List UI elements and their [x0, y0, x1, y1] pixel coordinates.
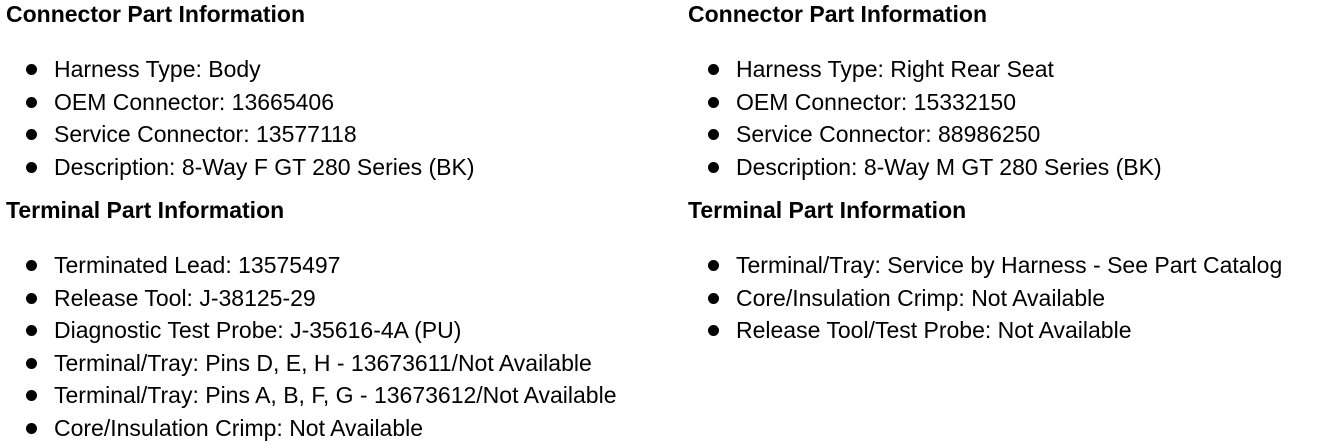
bullet-icon	[26, 390, 37, 401]
list-item-text: Release Tool: J-38125-29	[54, 284, 316, 311]
bullet-icon	[26, 161, 37, 173]
list-item-text: Core/Insulation Crimp: Not Available	[54, 414, 424, 441]
list-item-text: Terminal/Tray: Pins D, E, H - 13673611/N…	[54, 349, 592, 376]
list-item-text: Harness Type: Body	[54, 56, 261, 82]
list-item: Core/Insulation Crimp: Not Available	[6, 412, 617, 445]
list-item-text: Description: 8-Way F GT 280 Series (BK)	[54, 153, 475, 180]
list-item: Release Tool/Test Probe: Not Available	[688, 314, 1282, 347]
list-item: Core/Insulation Crimp: Not Available	[688, 282, 1282, 315]
list-item: Service Connector: 88986250	[688, 118, 1162, 151]
list-item: Terminal/Tray: Pins D, E, H - 13673611/N…	[6, 347, 617, 380]
list-item-text: Service Connector: 88986250	[736, 121, 1041, 147]
bullet-icon	[708, 292, 719, 304]
bullet-icon	[26, 96, 37, 108]
left-connector-part-list: Harness Type: Body OEM Connector: 136654…	[6, 53, 475, 183]
right-connector-part-title: Connector Part Information	[688, 1, 988, 27]
list-item: Terminated Lead: 13575497	[6, 249, 617, 282]
bullet-icon	[708, 161, 719, 173]
list-item: Terminal/Tray: Pins A, B, F, G - 1367361…	[6, 379, 617, 412]
right-connector-part-list: Harness Type: Right Rear Seat OEM Connec…	[688, 53, 1162, 183]
list-item: Service Connector: 13577118	[6, 118, 475, 151]
left-terminal-part-title: Terminal Part Information	[6, 197, 285, 223]
bullet-icon	[26, 64, 37, 75]
list-item-text: Description: 8-Way M GT 280 Series (BK)	[736, 153, 1162, 180]
list-item: OEM Connector: 15332150	[688, 86, 1162, 119]
bullet-icon	[26, 325, 37, 336]
right-terminal-part-title: Terminal Part Information	[688, 197, 967, 223]
bullet-icon	[708, 260, 719, 271]
list-item-text: Terminated Lead: 13575497	[54, 252, 341, 278]
list-item-text: Harness Type: Right Rear Seat	[736, 56, 1054, 82]
list-item-text: Diagnostic Test Probe: J-35616-4A (PU)	[54, 317, 462, 343]
list-item: Terminal/Tray: Service by Harness - See …	[688, 249, 1282, 282]
right-terminal-part-list: Terminal/Tray: Service by Harness - See …	[688, 249, 1282, 347]
bullet-icon	[26, 292, 37, 304]
list-item-text: Terminal/Tray: Pins A, B, F, G - 1367361…	[54, 382, 617, 408]
bullet-icon	[708, 64, 719, 75]
list-item-text: Service Connector: 13577118	[54, 121, 357, 147]
bullet-icon	[26, 260, 37, 271]
list-item: Harness Type: Right Rear Seat	[688, 53, 1162, 86]
list-item: Description: 8-Way F GT 280 Series (BK)	[6, 151, 475, 184]
list-item: Description: 8-Way M GT 280 Series (BK)	[688, 151, 1162, 184]
list-item-text: Release Tool/Test Probe: Not Available	[736, 317, 1132, 343]
bullet-icon	[708, 325, 719, 336]
bullet-icon	[26, 129, 37, 140]
bullet-icon	[26, 357, 37, 369]
list-item-text: Terminal/Tray: Service by Harness - See …	[736, 252, 1283, 278]
left-terminal-part-list: Terminated Lead: 13575497 Release Tool: …	[6, 249, 617, 444]
list-item: Diagnostic Test Probe: J-35616-4A (PU)	[6, 314, 617, 347]
list-item-text: OEM Connector: 13665406	[54, 88, 335, 115]
list-item: Release Tool: J-38125-29	[6, 282, 617, 315]
list-item-text: Core/Insulation Crimp: Not Available	[736, 284, 1106, 311]
list-item: Harness Type: Body	[6, 53, 475, 86]
bullet-icon	[708, 129, 719, 140]
list-item: OEM Connector: 13665406	[6, 86, 475, 119]
list-item-text: OEM Connector: 15332150	[736, 88, 1017, 115]
bullet-icon	[708, 96, 719, 108]
bullet-icon	[26, 422, 37, 434]
left-connector-part-title: Connector Part Information	[6, 1, 306, 27]
